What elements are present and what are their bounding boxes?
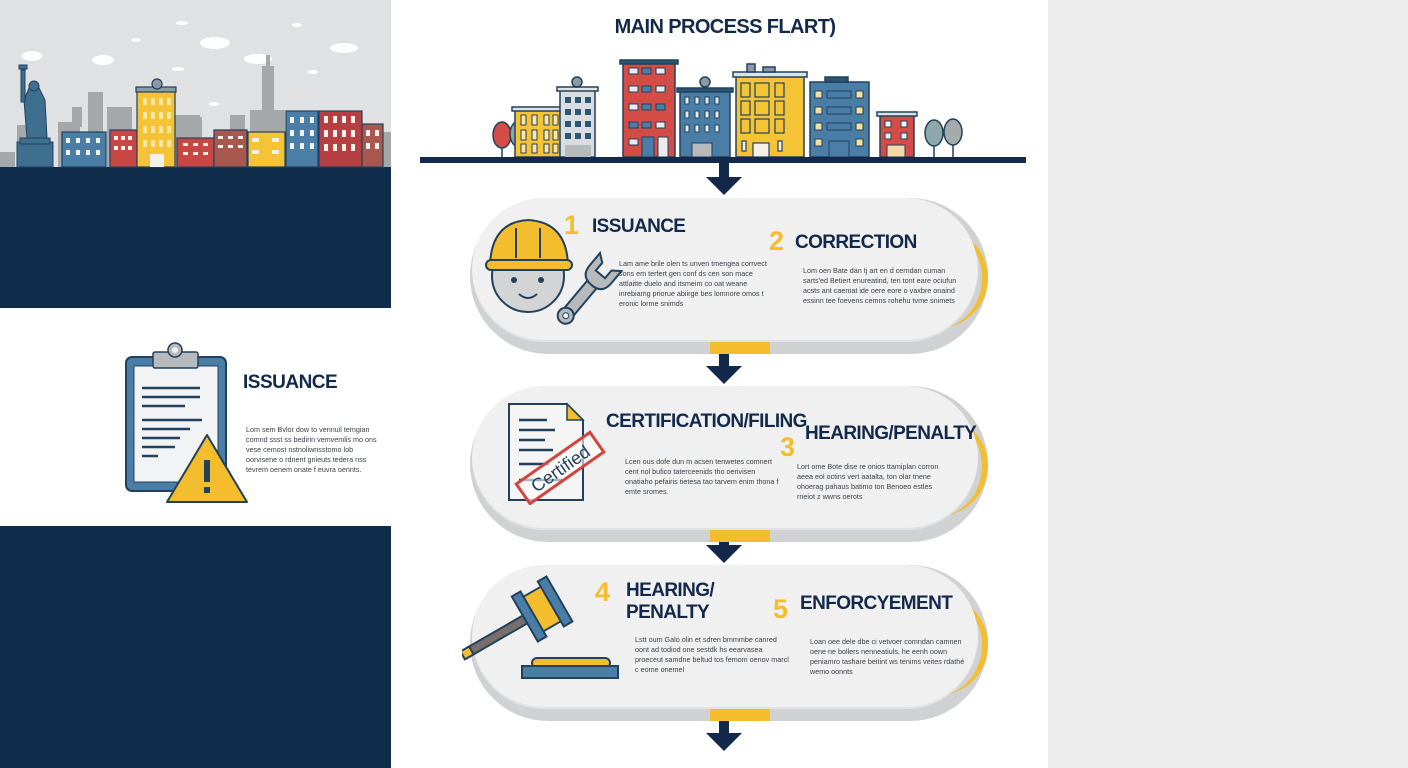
flow-arrow-down-icon [706, 163, 742, 195]
hardhat-wrench-icon [485, 218, 624, 325]
right-blank-panel [1048, 0, 1408, 768]
issuance-card-text: Lom sem Bvlor dow to vennuil temgian com… [246, 425, 377, 474]
issuance-card-title: ISSUANCE [243, 372, 338, 393]
step-card-issuance-correction [470, 198, 988, 354]
step-text: Lam ame brile olen ts unven tmengea corr… [619, 259, 767, 308]
step-text: Lom oen Bate dan tj art en d cerndan cum… [803, 266, 957, 305]
buildings-skyline-illustration [492, 59, 963, 158]
ground-line [420, 157, 1026, 163]
step-number: 2 [769, 226, 785, 256]
step-text: Lcen ous dofe dun m acsen tenwetes comne… [625, 457, 779, 496]
step-number: 5 [773, 594, 789, 624]
step-text: Lstt oum Galo olin et sdren bmmmbe canre… [635, 635, 789, 674]
step-title: ISSUANCE [592, 216, 686, 237]
step-number: 3 [780, 432, 796, 462]
city-skyline-illustration [0, 21, 391, 168]
flow-arrow-down-icon [706, 352, 742, 384]
connector-tab [710, 530, 770, 542]
city-illustration-panel [0, 0, 391, 308]
clipboard-warning-icon [125, 342, 248, 503]
navy-footer-block [0, 526, 391, 768]
step-title: CERTIFICATION/FILING [606, 411, 807, 432]
step-number: 4 [595, 577, 611, 607]
step-title: HEARING/PENALTY [805, 423, 977, 444]
step-text: Lort ome Bote dise re onios ttamiplan co… [797, 462, 939, 501]
connector-tab [710, 709, 770, 721]
certified-document-icon: Certified [508, 402, 606, 505]
flow-arrow-down-icon [706, 719, 742, 751]
step-card-hearing-enforcement [470, 565, 988, 721]
page-title: MAIN PROCESS FLART) [614, 16, 836, 38]
step-text: Loan oee dele dbe ci vetvoer comndan cam… [810, 637, 965, 676]
step-title-line1: HEARING/ [626, 580, 715, 601]
step-title: ENFORCYEMENT [800, 593, 953, 614]
step-number: 1 [564, 210, 580, 240]
step-title-line2: PENALTY [626, 602, 710, 623]
connector-tab [710, 342, 770, 354]
gavel-icon [462, 575, 619, 679]
step-title: CORRECTION [795, 232, 917, 253]
left-column: ISSUANCE Lom sem Bvlor dow to vennuil te… [0, 0, 391, 768]
